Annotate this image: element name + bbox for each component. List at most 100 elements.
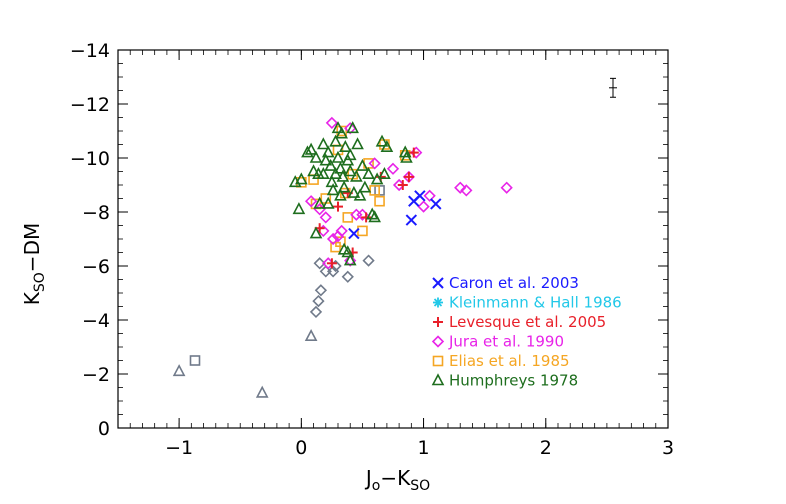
data-point xyxy=(348,227,360,240)
data-point xyxy=(292,202,306,215)
y-label-part: K xyxy=(20,291,44,305)
data-point xyxy=(314,284,328,297)
legend-entry: Jura et al. 1990 xyxy=(431,333,564,351)
y-tick-label: −8 xyxy=(82,202,110,224)
data-point xyxy=(333,201,343,212)
data-point xyxy=(319,211,332,224)
ast-stroke xyxy=(433,298,443,307)
y-tick-label: −6 xyxy=(82,256,110,278)
data-point xyxy=(350,169,363,182)
data-point xyxy=(313,196,326,209)
data-point xyxy=(454,181,467,194)
x-label-part: J xyxy=(364,466,372,490)
y-tick-label: 0 xyxy=(98,418,110,440)
data-point xyxy=(309,226,323,239)
data-point xyxy=(339,139,352,152)
y-tick-label: −2 xyxy=(82,364,110,386)
data-point xyxy=(403,171,414,182)
data-point xyxy=(405,214,418,226)
legend-label: Kleinmann & Hall 1986 xyxy=(449,294,622,312)
data-point xyxy=(326,258,337,269)
legend-marker xyxy=(433,317,443,327)
data-point xyxy=(408,147,419,158)
y-label-part: −DM xyxy=(20,223,44,272)
data-point xyxy=(343,253,357,266)
y-label-subscript: SO xyxy=(32,272,48,292)
data-point xyxy=(369,185,380,196)
series-humphreys-1978 xyxy=(288,121,413,266)
x-label-subscript: o xyxy=(372,478,381,494)
data-point xyxy=(380,139,394,152)
y-axis-label: KSO−DM xyxy=(20,223,48,305)
data-point xyxy=(335,224,348,238)
data-point xyxy=(301,145,314,158)
legend-marker xyxy=(431,373,445,386)
data-point xyxy=(400,150,413,163)
x-tick-label: 2 xyxy=(540,437,552,459)
data-point xyxy=(337,180,351,193)
data-point xyxy=(397,180,408,190)
error-bar xyxy=(609,77,617,98)
data-point xyxy=(362,254,375,267)
x-tick-label: −1 xyxy=(165,437,193,459)
x-stroke xyxy=(348,227,360,240)
x-stroke xyxy=(430,198,442,210)
legend-label: Elias et al. 1985 xyxy=(449,352,570,370)
data-point xyxy=(304,195,318,208)
data-point xyxy=(368,157,381,170)
data-point xyxy=(398,145,412,158)
legend-marker xyxy=(432,355,444,367)
data-point xyxy=(417,200,430,213)
data-point xyxy=(368,210,381,223)
data-point xyxy=(346,121,359,134)
data-point xyxy=(326,232,340,246)
data-point xyxy=(313,257,326,270)
data-point xyxy=(341,245,355,258)
data-point xyxy=(343,164,357,177)
series-caron-et-al-2003 xyxy=(348,190,442,240)
data-point xyxy=(430,198,442,210)
data-point xyxy=(500,181,513,194)
data-marks xyxy=(172,77,617,398)
data-point xyxy=(334,161,347,174)
data-point xyxy=(304,328,318,342)
legend-marker xyxy=(432,277,444,289)
data-point xyxy=(334,188,347,201)
x-tick-label: 1 xyxy=(418,437,430,459)
x-stroke xyxy=(405,214,418,226)
data-point xyxy=(375,134,389,147)
legend-label: Jura et al. 1990 xyxy=(448,333,564,351)
data-point xyxy=(312,294,325,308)
data-point xyxy=(317,166,330,179)
data-point xyxy=(307,164,320,177)
x-tick-label: 0 xyxy=(295,437,307,459)
legend-marker xyxy=(433,297,443,308)
data-point xyxy=(304,142,318,155)
data-point xyxy=(361,212,372,223)
data-point xyxy=(309,305,323,319)
data-point xyxy=(324,158,337,171)
data-point xyxy=(329,134,342,147)
x-tick-label: 3 xyxy=(662,437,674,459)
data-point xyxy=(344,122,357,135)
data-point xyxy=(319,153,333,166)
data-point xyxy=(325,116,339,130)
data-point xyxy=(356,158,369,171)
data-point xyxy=(329,166,342,179)
x-stroke xyxy=(414,190,426,202)
y-tick-label: −14 xyxy=(70,40,110,62)
data-point xyxy=(189,355,201,366)
data-point xyxy=(309,150,323,163)
data-point xyxy=(341,270,354,283)
data-point xyxy=(414,190,426,202)
x-label-subscript: SO xyxy=(410,478,430,494)
data-point xyxy=(255,385,269,398)
data-point xyxy=(172,364,186,377)
data-point xyxy=(342,212,354,223)
data-point xyxy=(351,137,364,150)
legend-entry: Elias et al. 1985 xyxy=(432,352,570,370)
data-point xyxy=(331,121,345,134)
legend-marker xyxy=(431,335,445,348)
